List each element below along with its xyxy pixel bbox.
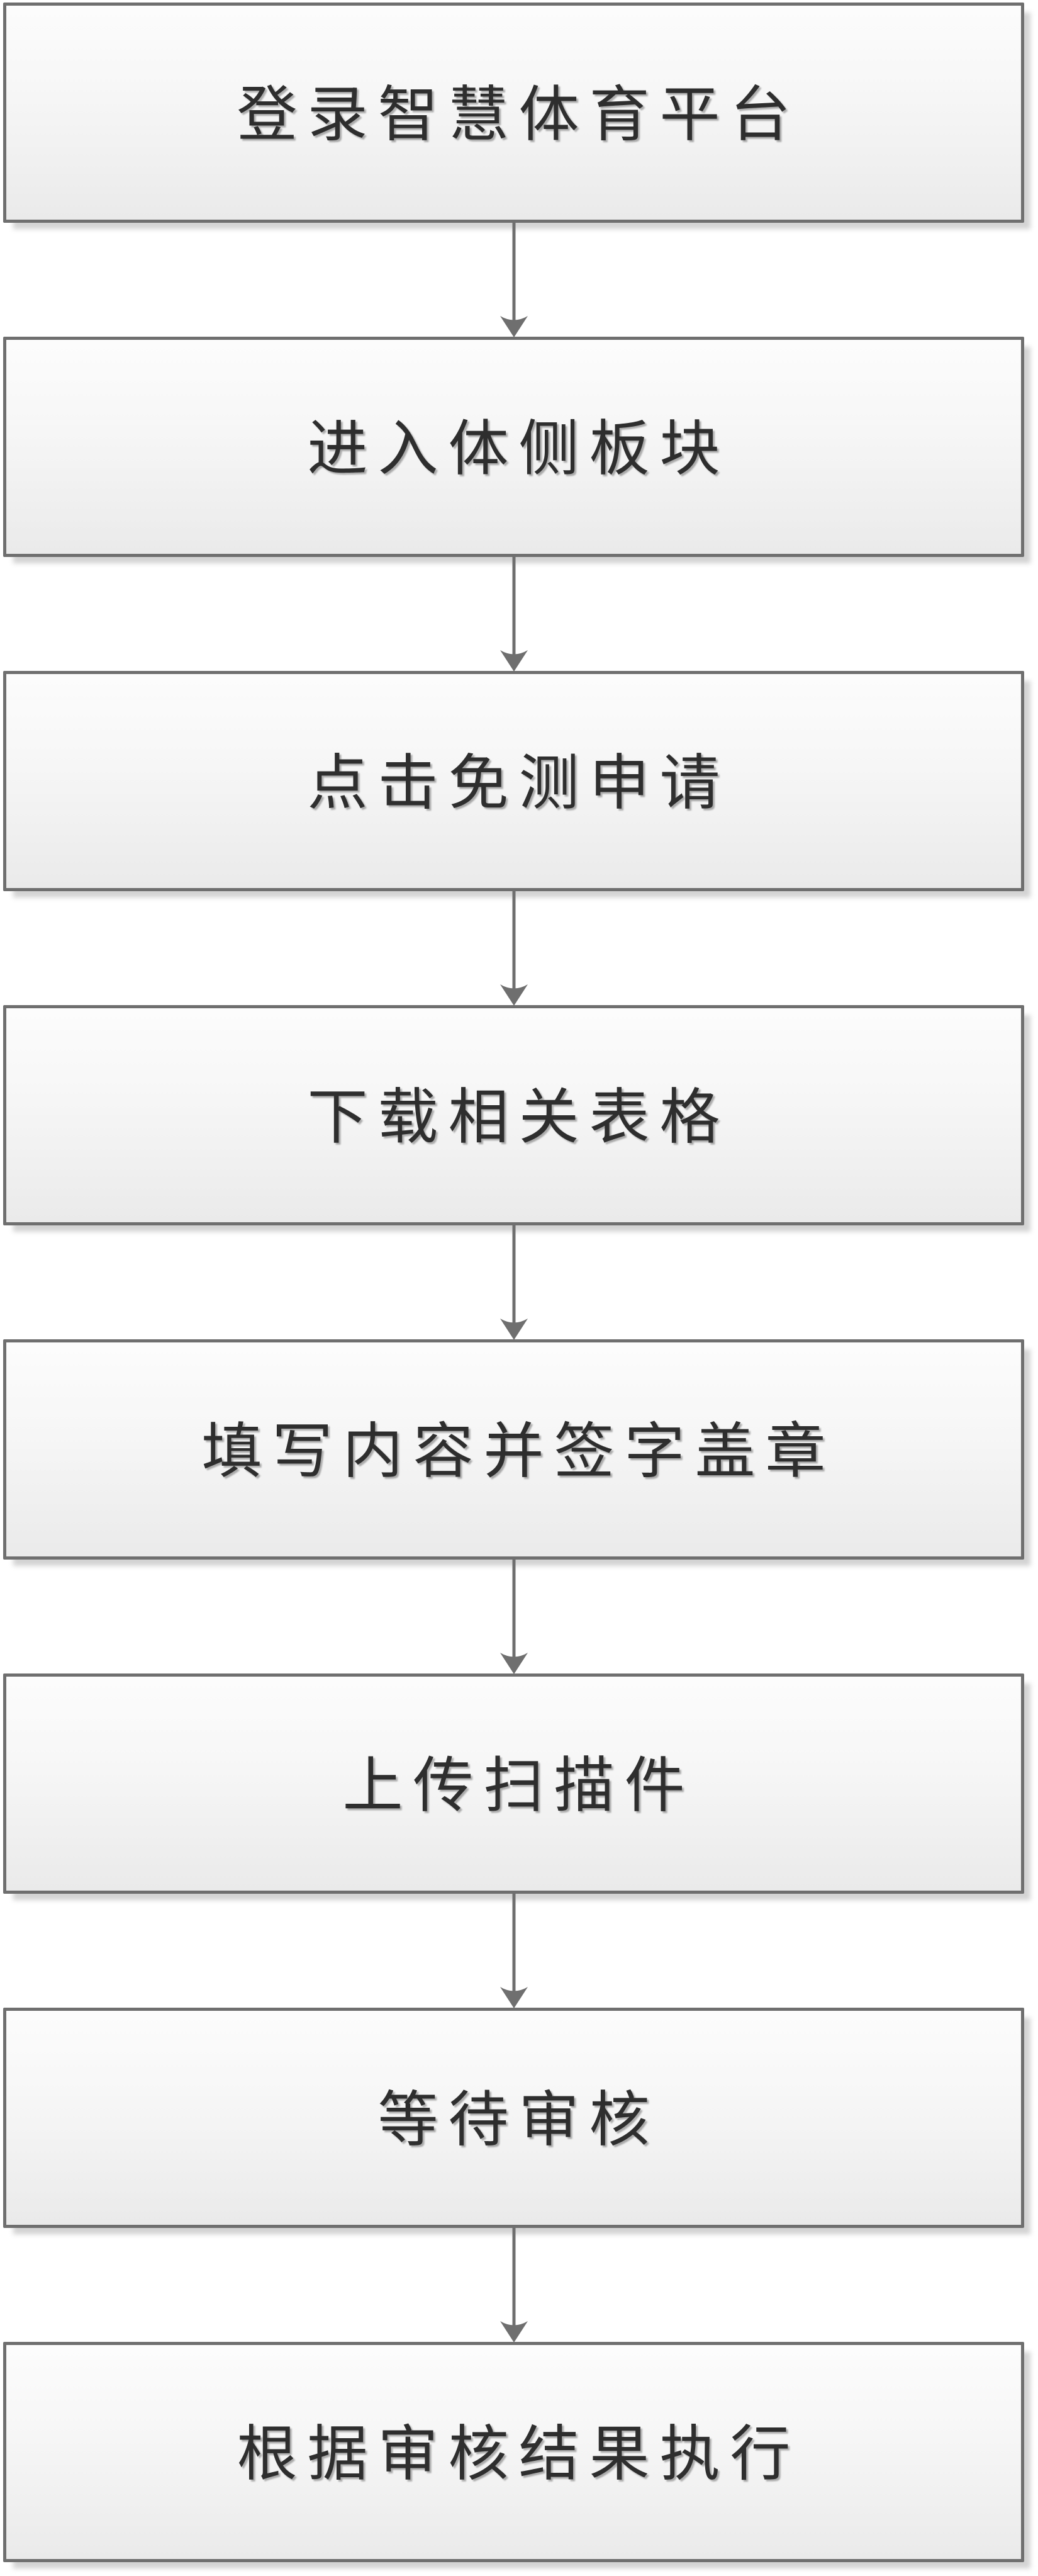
flow-step-click-exemption-application: 点击免测申请 bbox=[3, 671, 1024, 891]
flow-step-label: 上传扫描件 bbox=[342, 1750, 695, 1821]
arrow-down-icon bbox=[500, 1894, 528, 2008]
flow-step-label: 点击免测申请 bbox=[307, 747, 730, 818]
arrow-down-icon bbox=[500, 557, 528, 672]
arrow-down-icon bbox=[500, 1225, 528, 1340]
flow-step-wait-review: 等待审核 bbox=[3, 2008, 1024, 2228]
flow-step-login-platform: 登录智慧体育平台 bbox=[3, 3, 1024, 223]
arrow-down-icon bbox=[500, 223, 528, 337]
flow-step-execute-review-result: 根据审核结果执行 bbox=[3, 2342, 1024, 2562]
flow-step-label: 登录智慧体育平台 bbox=[237, 79, 801, 150]
flow-step-fill-sign-stamp: 填写内容并签字盖章 bbox=[3, 1339, 1024, 1560]
flow-step-label: 根据审核结果执行 bbox=[237, 2418, 801, 2489]
arrow-down-icon bbox=[500, 2228, 528, 2343]
flow-step-label: 等待审核 bbox=[377, 2084, 660, 2155]
flow-step-upload-scan: 上传扫描件 bbox=[3, 1673, 1024, 1894]
flow-step-enter-fitness-test-module: 进入体侧板块 bbox=[3, 337, 1024, 557]
arrow-down-icon bbox=[500, 1560, 528, 1674]
flow-step-label: 填写内容并签字盖章 bbox=[201, 1415, 836, 1487]
flow-step-label: 进入体侧板块 bbox=[307, 413, 730, 484]
flow-step-download-forms: 下载相关表格 bbox=[3, 1005, 1024, 1225]
flow-step-label: 下载相关表格 bbox=[307, 1081, 730, 1152]
arrow-down-icon bbox=[500, 891, 528, 1006]
